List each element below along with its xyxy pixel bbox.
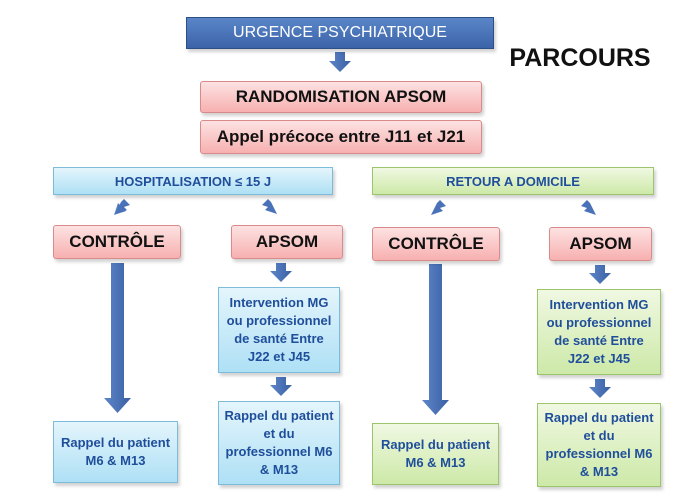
- arrow-down-icon: [589, 265, 611, 284]
- domicile-rappel-apsom-label: Rappel du patient et du professionnel M6…: [544, 410, 654, 479]
- domicile-controle-box: CONTRÔLE: [372, 227, 500, 261]
- retour-domicile-box: RETOUR A DOMICILE: [372, 167, 654, 195]
- hospitalisation-box: HOSPITALISATION ≤ 15 J: [53, 167, 333, 195]
- hosp-rappel-apsom-box: Rappel du patient et du professionnel M6…: [218, 401, 340, 485]
- retour-domicile-label: RETOUR A DOMICILE: [446, 173, 580, 189]
- page-title: PARCOURS: [509, 43, 651, 72]
- hosp-controle-label: CONTRÔLE: [69, 232, 165, 251]
- hosp-rappel-controle-box: Rappel du patient M6 & M13: [53, 421, 178, 483]
- hosp-apsom-box: APSOM: [231, 225, 343, 259]
- arrow-down-left-icon: [114, 199, 130, 215]
- domicile-rappel-apsom-box: Rappel du patient et du professionnel M6…: [537, 403, 661, 487]
- hosp-intervention-label: Intervention MG ou professionnel de sant…: [226, 295, 332, 364]
- hosp-rappel-apsom-label: Rappel du patient et du professionnel M6…: [224, 408, 334, 477]
- arrow-down-right-icon: [581, 200, 596, 215]
- randomisation-box: RANDOMISATION APSOM: [200, 81, 482, 113]
- domicile-rappel-controle-label: Rappel du patient M6 & M13: [380, 437, 491, 470]
- urgence-box: URGENCE PSYCHIATRIQUE: [186, 17, 494, 49]
- domicile-rappel-controle-box: Rappel du patient M6 & M13: [372, 423, 499, 485]
- arrow-down-left-icon: [431, 200, 446, 215]
- domicile-apsom-label: APSOM: [569, 234, 632, 253]
- urgence-label: URGENCE PSYCHIATRIQUE: [233, 24, 447, 41]
- hosp-rappel-controle-label: Rappel du patient M6 & M13: [60, 435, 171, 468]
- arrow-down-long-icon: [422, 264, 449, 415]
- arrow-down-icon: [270, 377, 292, 396]
- appel-box: Appel précoce entre J11 et J21: [200, 120, 482, 154]
- domicile-apsom-box: APSOM: [549, 227, 652, 261]
- arrow-down-icon: [329, 52, 351, 72]
- hospitalisation-label: HOSPITALISATION ≤ 15 J: [114, 173, 272, 189]
- arrow-down-right-icon: [262, 199, 277, 214]
- randomisation-label: RANDOMISATION APSOM: [235, 87, 447, 106]
- domicile-controle-label: CONTRÔLE: [388, 234, 484, 253]
- arrow-down-icon: [270, 263, 292, 282]
- hosp-apsom-label: APSOM: [255, 232, 319, 251]
- domicile-intervention-label: Intervention MG ou professionnel de sant…: [546, 297, 652, 366]
- hosp-intervention-box: Intervention MG ou professionnel de sant…: [218, 287, 340, 373]
- domicile-intervention-box: Intervention MG ou professionnel de sant…: [537, 289, 661, 375]
- arrow-down-long-icon: [104, 263, 131, 413]
- hosp-controle-box: CONTRÔLE: [53, 225, 181, 259]
- arrow-down-icon: [589, 379, 611, 398]
- appel-label: Appel précoce entre J11 et J21: [216, 127, 466, 146]
